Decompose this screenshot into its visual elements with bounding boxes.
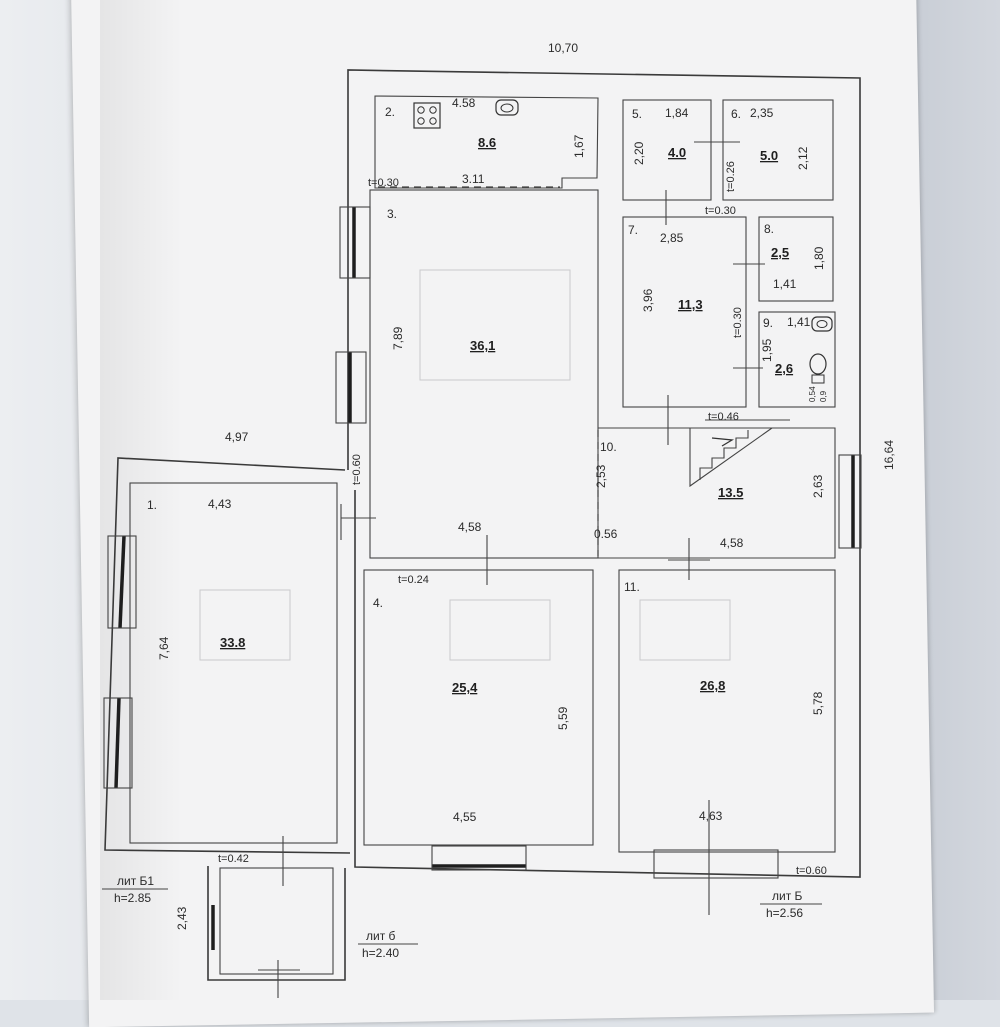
room-area: 2,5 [771,245,789,260]
window [114,697,121,789]
annex-room: t=0.42 2,43 [175,836,334,998]
room-number: 4. [373,596,383,610]
room-4: 4. t=0.24 25,4 5,59 4,55 [363,535,594,846]
lit-b-main-label: лит Б h=2.56 [760,889,822,920]
dimension-width: 2,85 [660,231,684,245]
dimension-width: 1,84 [665,106,689,120]
wall-thickness-top: t=0.30 [705,205,736,217]
room-number: 6. [731,107,741,121]
wall-thickness: t=0.60 [796,865,827,877]
wall-thickness: t=0.24 [398,574,429,586]
room-6: 6. 2,35 5.0 2,12 t=0.26 [694,99,834,201]
svg-text:h=2.85: h=2.85 [114,891,151,905]
room-number: 5. [632,107,642,121]
dimension-height: 7,64 [157,636,171,660]
room-area: 2,6 [775,361,793,376]
room-area: 5.0 [760,148,778,163]
room-7: 7. 2,85 11,3 3,96 t=0.30 [622,216,765,445]
left-extension-width: 4,97 [225,430,249,444]
windows [103,206,862,950]
dimension-height: 1,67 [572,134,586,158]
svg-text:лит Б1: лит Б1 [117,874,154,888]
dimension-width: 4,63 [699,809,723,823]
svg-text:лит б: лит б [366,929,396,943]
dimension-width: 1,41 [773,277,797,291]
dimension-width: 4,58 [458,520,482,534]
dimension-height: 1,95 [760,338,774,362]
dimension-width: 4,55 [453,810,477,824]
wall-thickness: t=0.46 [708,411,739,423]
room-area: 11,3 [678,297,703,312]
room-1: 1. 4,43 33.8 7,64 [129,482,338,844]
dimension-height: 5,59 [556,706,570,730]
room-number: 9. [763,316,773,330]
stove-icon [413,102,441,129]
floor-plan: 2. 4.58 8.6 1,67 3.11 t=0.30 3. 36,1 7,8… [102,41,896,998]
room-area: 26,8 [700,678,725,693]
svg-text:h=2.56: h=2.56 [766,906,803,920]
room-number: 10. [600,440,617,454]
room-number: 11. [624,580,640,594]
room-area: 25,4 [452,680,478,695]
wall-thickness: t=0.30 [368,177,399,189]
wall-thickness: t=0.26 [725,161,737,192]
dimension-width: 4,58 [720,536,744,550]
room-11: 11. 26,8 5,78 4,63 t=0.60 [618,538,836,915]
wall-thickness: t=0.60 [351,454,363,485]
background-ghost-lines [199,269,731,661]
room-area: 33.8 [220,635,245,650]
room-number: 1. [147,498,157,512]
stairs-arrow-icon [711,437,735,447]
room-number: 2. [385,105,395,119]
svg-text:лит Б: лит Б [772,889,803,903]
toilet-icon [809,353,827,375]
dimension-width: 2,35 [750,106,774,120]
room-8: 8. 2,5 1,80 1,41 [758,216,834,302]
washbasin-icon [811,316,833,332]
lit-b-small-label: лит б h=2.40 [358,929,418,960]
room-2: 2. 4.58 8.6 1,67 3.11 t=0.30 [368,95,599,189]
room-9: 9. 1,41 1,95 2,6 0,54 0,9 [733,311,836,408]
dimension-width: 4,43 [208,497,232,511]
dimension-gap: 0.56 [594,527,618,541]
dimension-width: 4.58 [452,96,476,110]
room-10: 10. 2,53 13.5 2,63 4,58 0.56 t=0.46 [594,411,836,559]
overall-height: 16,64 [882,440,896,470]
room-5: 5. 1,84 4.0 2,20 [622,99,712,225]
dimension-height: 2,12 [796,146,810,170]
wall-thickness: t=0.30 [732,307,744,338]
building-outline [104,69,861,981]
dimension-height: 7,89 [391,326,405,350]
dimension-height: 1,80 [812,246,826,270]
dimension-height: 2,43 [175,906,189,930]
room-number: 7. [628,223,638,237]
room-area: 4.0 [668,145,686,160]
dimension-bottom: 3.11 [462,172,485,186]
dimension-height: 3,96 [641,288,655,312]
room-area: 13.5 [718,485,743,500]
dimension-height: 2,20 [632,141,646,165]
room-area: 36,1 [470,338,495,353]
dimension-height: 2,53 [594,464,608,488]
dimension-small: 0,54 [808,386,817,402]
lit-b1-label: лит Б1 h=2.85 [102,874,168,905]
wall-thickness: t=0.42 [218,853,249,865]
room-number: 3. [387,207,397,221]
paper-shadow [100,0,182,1000]
window [118,535,126,629]
dimension-small: 0,9 [819,390,828,402]
sink-icon [495,99,519,116]
room-3: 3. 36,1 7,89 4,58 t=0.60 [340,189,599,559]
svg-text:h=2.40: h=2.40 [362,946,399,960]
dimension-height: 2,63 [811,474,825,498]
dimension-width: 1,41 [787,315,811,329]
overall-width: 10,70 [548,41,578,55]
dimension-height: 5,78 [811,691,825,715]
room-number: 8. [764,222,774,236]
room-area: 8.6 [478,135,496,150]
